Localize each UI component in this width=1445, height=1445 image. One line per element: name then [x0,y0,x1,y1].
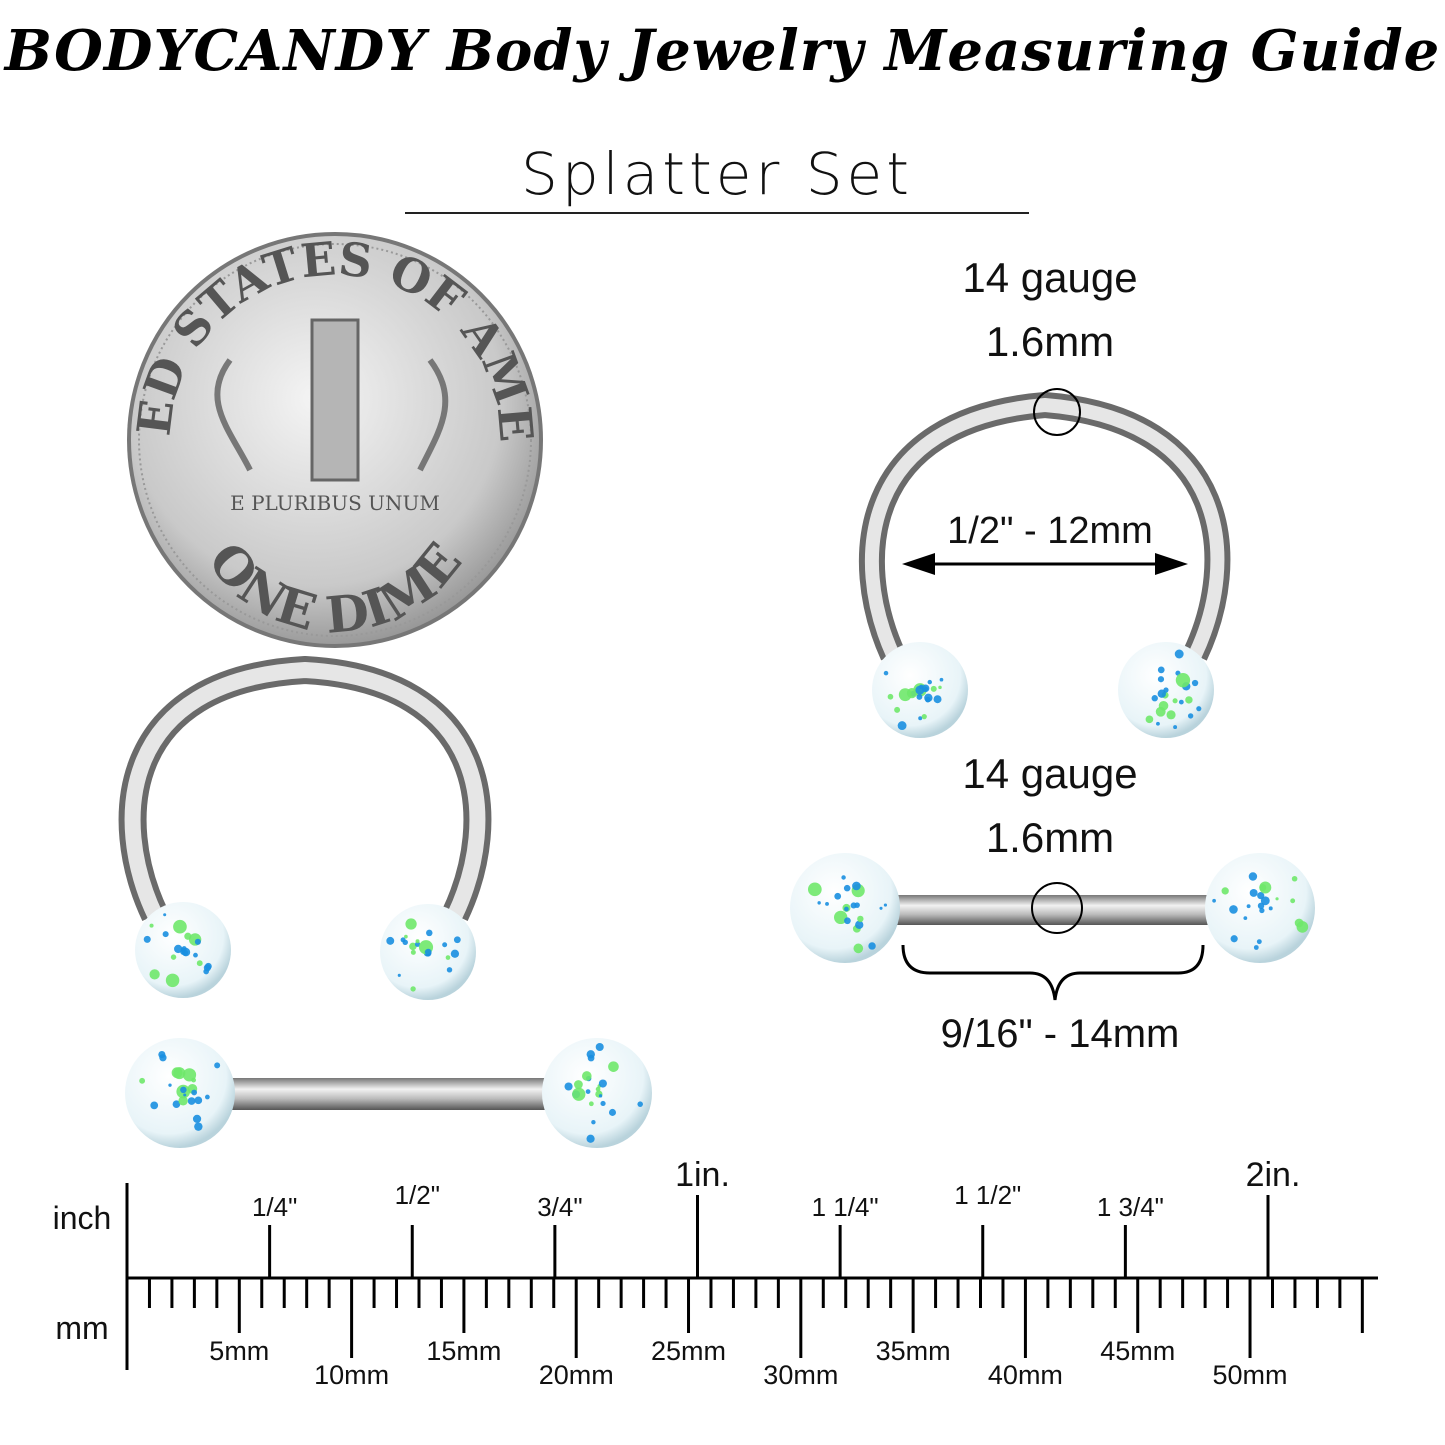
splatter-ball [125,1038,235,1148]
horseshoe-measured [858,388,1231,661]
splatter-ball [542,1038,652,1148]
horseshoe-gauge-mm-label: 1.6mm [985,318,1115,365]
torch-icon [310,318,360,482]
horseshoe-gauge-label: 14 gauge [962,254,1138,301]
ruler-mm-label: mm [55,1310,109,1346]
mm-tick-label: 50mm [1212,1360,1288,1390]
horseshoe-diameter-label: 1/2" - 12mm [947,510,1153,552]
mm-tick-label: 20mm [538,1360,614,1390]
barbell-gauge-label: 14 gauge [962,750,1138,797]
barbell-measured [880,882,1225,1001]
mm-tick-label: 35mm [875,1336,951,1366]
page-title: BODYCANDY Body Jewelry Measuring Guide [4,18,1441,84]
splatter-ball [872,642,968,738]
inch-tick-label: 3/4" [537,1192,583,1222]
dime-coin: UNITED STATES OF AMERICA ONE DIME E PLUR… [0,0,544,648]
gauge-circle-icon [1031,882,1083,934]
mm-tick-label: 30mm [763,1360,839,1390]
splatter-ball [380,904,476,1000]
svg-text:E PLURIBUS UNUM: E PLURIBUS UNUM [230,491,440,515]
splatter-ball [1118,642,1214,738]
gauge-circle-icon [1033,388,1081,436]
mm-tick-label: 10mm [314,1360,390,1390]
set-name: Splatter Set [521,140,913,208]
inch-tick-label: 1/2" [394,1180,440,1210]
splatter-ball [790,853,900,963]
mm-tick-label: 45mm [1100,1336,1176,1366]
mm-tick-label: 5mm [209,1336,270,1366]
splatter-ball [1205,853,1315,963]
splatter-ball [135,902,231,998]
length-bracket [901,944,1205,1001]
subtitle-underline [405,212,1029,214]
inch-tick-label: 1in. [675,1156,730,1194]
mm-tick-label: 40mm [987,1360,1063,1390]
ruler [125,1183,1378,1370]
branch-icon [214,358,449,472]
inch-tick-label: 1 3/4" [1096,1192,1164,1222]
inch-tick-label: 1/4" [251,1192,298,1222]
inch-tick-label: 1 1/4" [811,1192,879,1222]
barbell-length-label: 9/16" - 14mm [940,1012,1180,1056]
barbell-gauge-mm-label: 1.6mm [985,814,1115,861]
mm-tick-label: 25mm [651,1336,727,1366]
horseshoe-large [118,655,492,921]
mm-tick-label: 15mm [426,1336,502,1366]
ruler-inch-label: inch [52,1200,112,1236]
barbell-large [220,1078,560,1110]
inch-tick-label: 2in. [1245,1156,1301,1194]
inch-tick-label: 1 1/2" [954,1180,1022,1210]
